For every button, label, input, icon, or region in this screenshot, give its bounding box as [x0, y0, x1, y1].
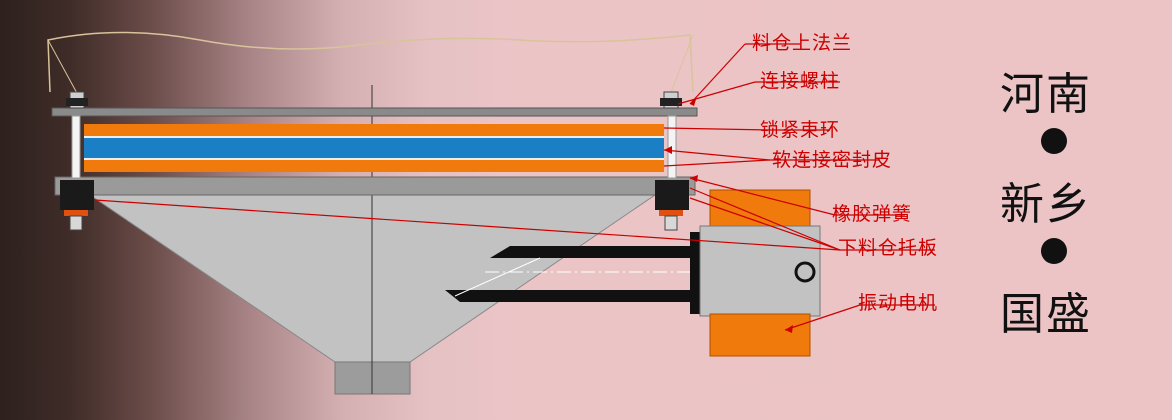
motor-bracket [490, 246, 700, 258]
label-bottom-hopper-plate: 下料仓托板 [838, 237, 939, 259]
brand-line-3: 国盛 [1000, 289, 1092, 340]
label-hopper-flange: 料仓上法兰 [752, 32, 853, 54]
label-locking-ring: 锁紧束环 [760, 119, 841, 141]
orange-band-top [84, 124, 664, 136]
rubber-spring-left [60, 180, 94, 210]
brand-line-2: 新乡 [1000, 179, 1092, 230]
blue-band [84, 138, 664, 158]
brand-line-1: 河南 [1000, 69, 1092, 120]
leader-lines [94, 43, 861, 331]
hanging-wire [47, 31, 694, 93]
orange-band-bottom [84, 160, 664, 172]
brand-dot-1 [1041, 128, 1067, 154]
vibration-motor-bottom [709, 313, 811, 357]
vibration-motor-body [699, 225, 821, 317]
brand-dot-2 [1041, 238, 1067, 264]
label-rubber-spring: 橡胶弹簧 [832, 203, 913, 225]
label-vibration-motor: 振动电机 [858, 292, 939, 314]
bottom-hopper-plate [54, 176, 696, 196]
label-soft-seal: 软连接密封皮 [772, 149, 893, 171]
hopper-flange [51, 107, 698, 117]
label-connecting-bolt: 连接螺柱 [760, 70, 841, 92]
rubber-spring-right [655, 180, 689, 210]
